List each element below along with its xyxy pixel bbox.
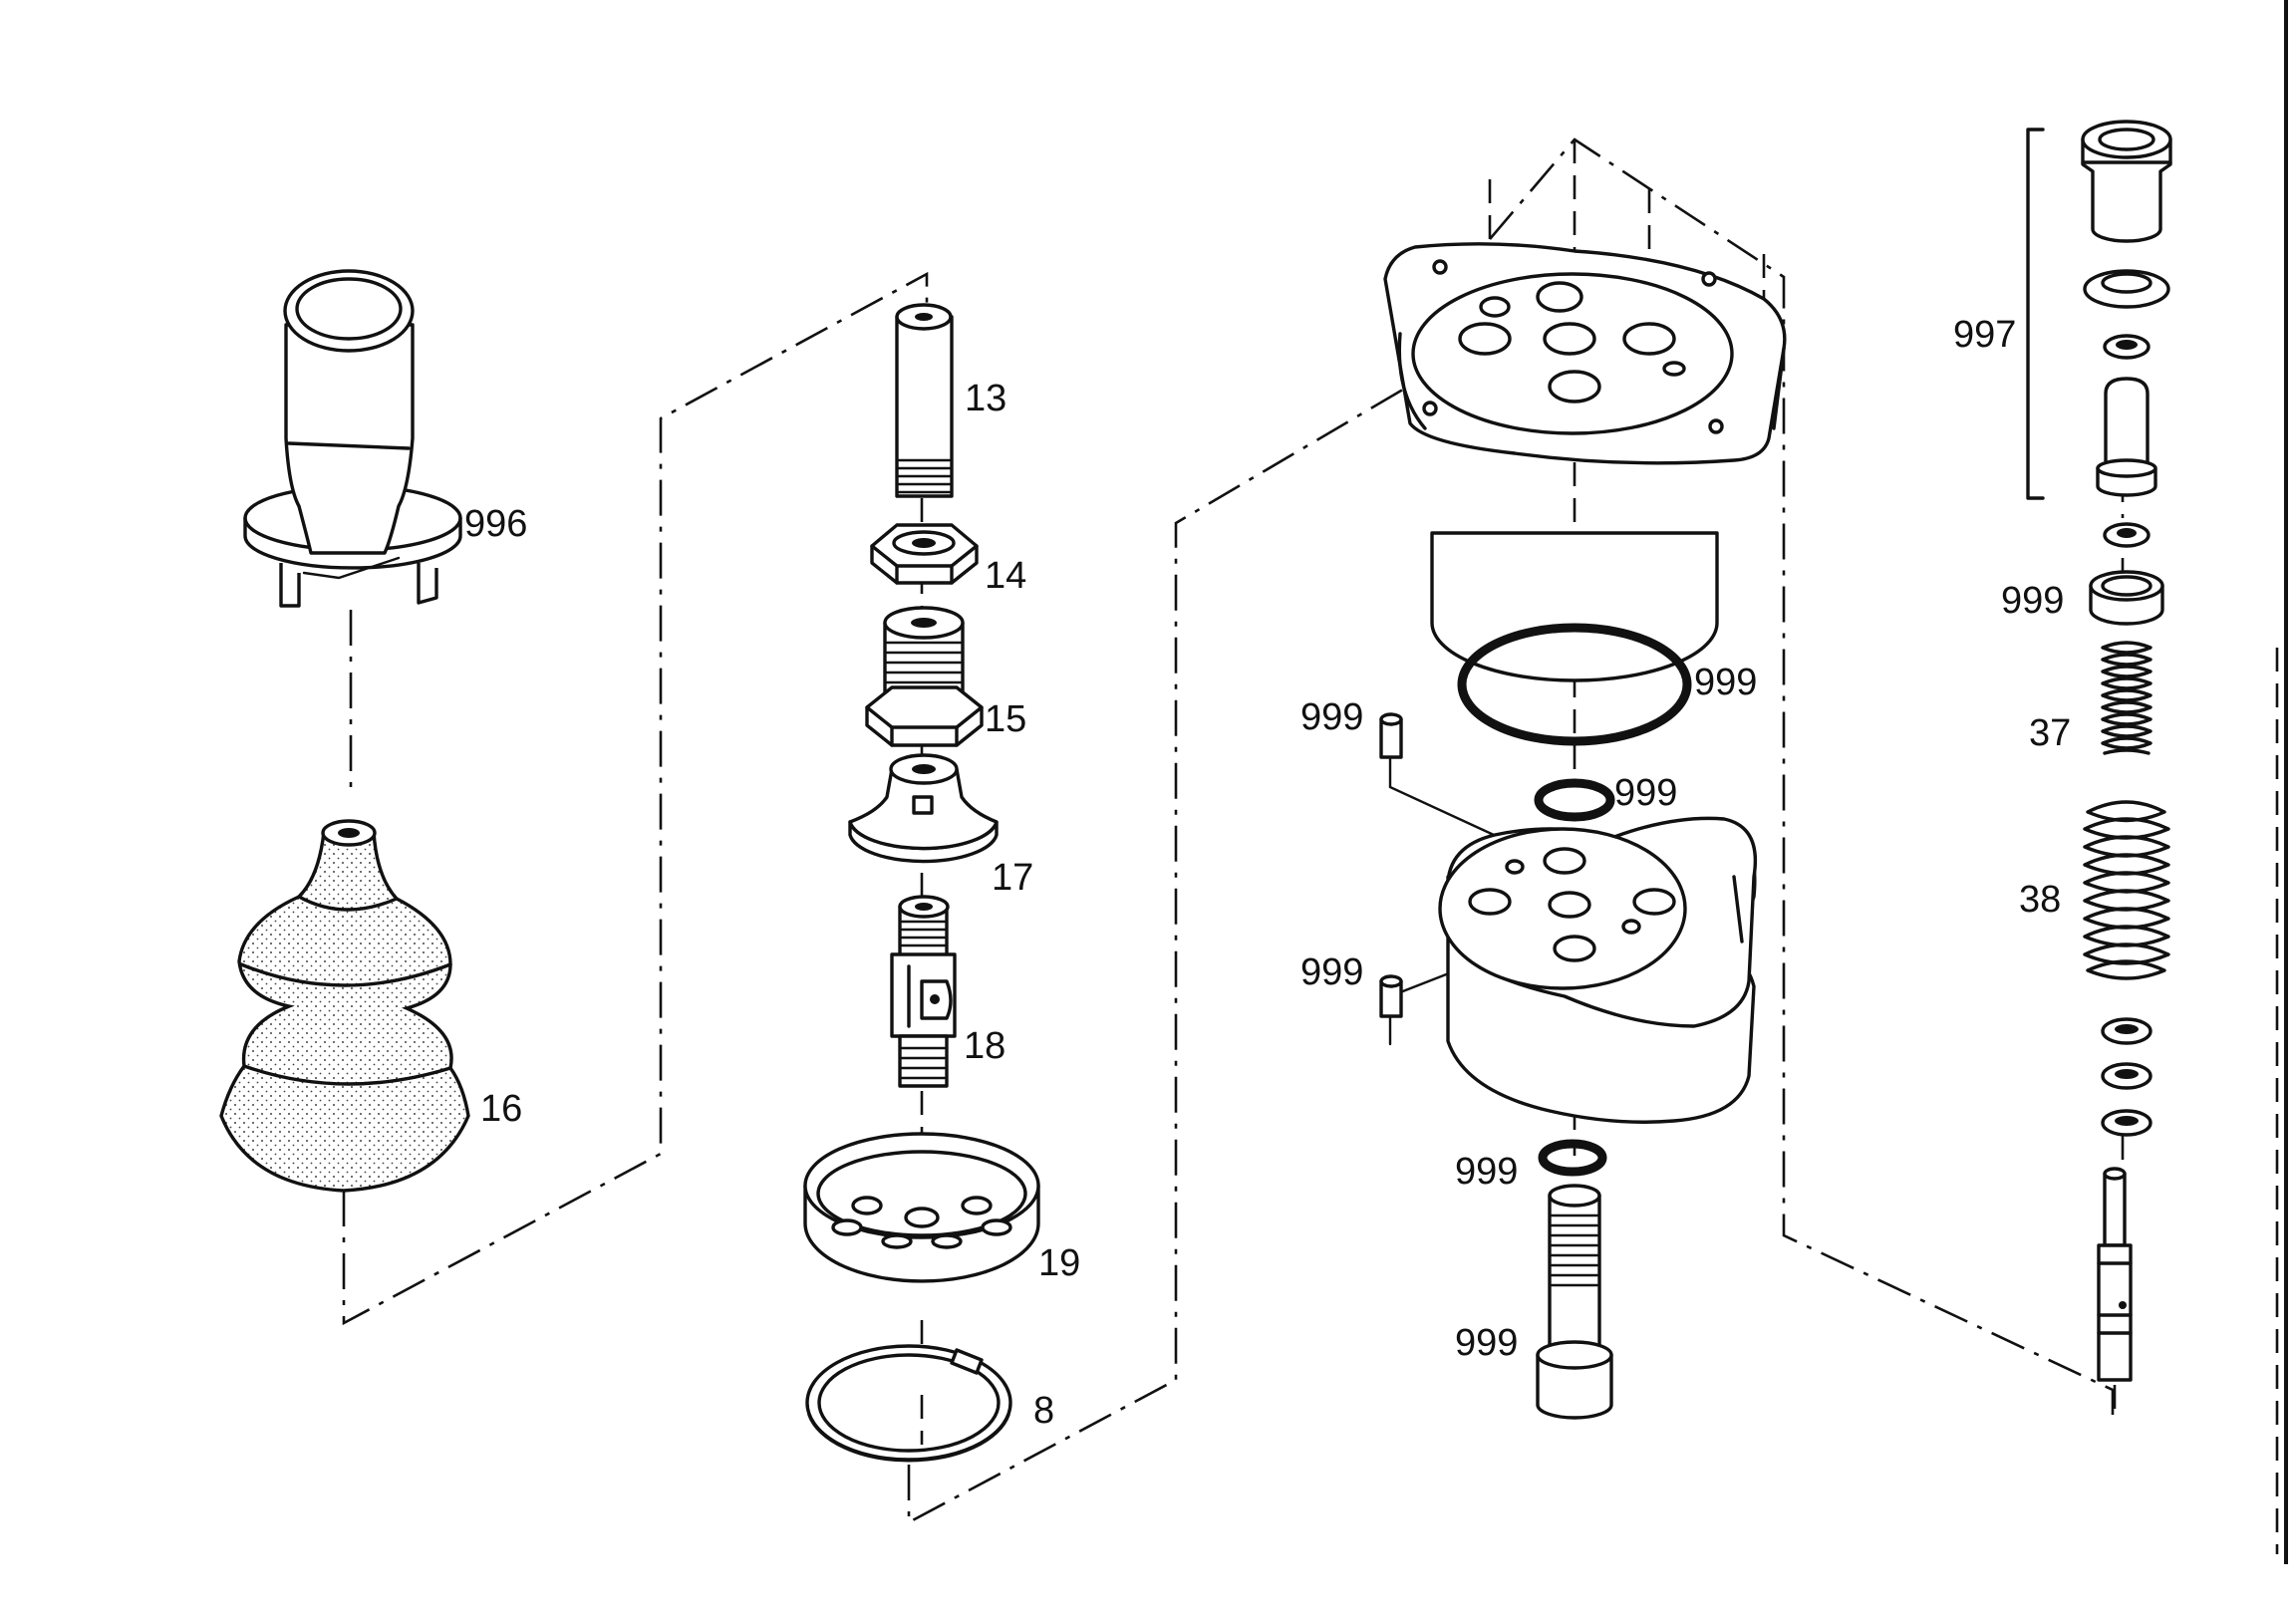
label-kit: 997 (1953, 314, 2016, 356)
snap-ring-part (805, 1344, 1012, 1463)
cone-part (848, 753, 999, 864)
nut-part (870, 523, 979, 585)
stem-part (895, 303, 954, 498)
label-snap-ring: 8 (1033, 1390, 1054, 1432)
bottom-oring (1538, 1139, 1607, 1177)
adapter-part (865, 606, 984, 747)
label-cup: 19 (1038, 1242, 1080, 1284)
label-pin-upper: 999 (1300, 696, 1363, 738)
small-spring (2101, 641, 2152, 755)
pin-upper (1379, 712, 1403, 759)
label-joint: 18 (964, 1025, 1005, 1067)
knob-part (243, 269, 462, 608)
label-bottom-oring: 999 (1455, 1151, 1518, 1193)
label-small-oring: 999 (1614, 772, 1677, 814)
label-nut: 14 (985, 555, 1026, 597)
housing-oring (1457, 623, 1692, 746)
label-housing-oring: 999 (1694, 662, 1757, 703)
label-adapter: 15 (985, 698, 1026, 740)
label-seal-upper: 999 (2001, 580, 2064, 622)
label-cone: 17 (992, 857, 1033, 899)
part-labels: 996 16 13 14 15 17 18 19 8 997 999 37 38… (464, 314, 2071, 1432)
boot-part (219, 819, 470, 1193)
large-spring (2083, 800, 2170, 980)
label-boot: 16 (480, 1088, 522, 1130)
label-knob: 996 (464, 503, 527, 545)
lower-block-part (1438, 816, 1758, 1124)
small-oring (1534, 778, 1615, 822)
valve-column (2026, 120, 2172, 1382)
label-pin-lower: 999 (1300, 951, 1363, 993)
pin-lower (1379, 974, 1403, 1018)
joint-part (890, 895, 957, 1088)
cup-part (803, 1132, 1040, 1283)
label-spring-small: 37 (2029, 712, 2071, 754)
label-spring-large: 38 (2019, 879, 2061, 921)
label-screw: 999 (1455, 1322, 1518, 1364)
label-stem: 13 (965, 378, 1006, 419)
screw-part (1536, 1184, 1613, 1420)
upper-housing-part (1383, 242, 1787, 682)
